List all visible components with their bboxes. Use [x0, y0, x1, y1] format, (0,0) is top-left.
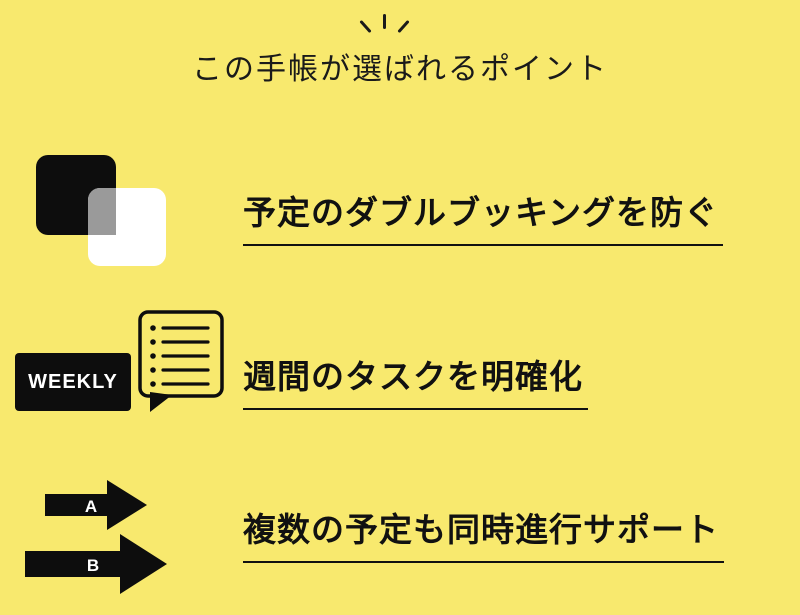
checklist-lines — [150, 325, 210, 387]
emphasis-stroke-left — [359, 19, 372, 34]
checklist-bubble-outline — [138, 310, 224, 398]
point-label-double-booking: 予定のダブルブッキングを防ぐ — [243, 186, 724, 246]
arrow-a-label: A — [85, 497, 97, 516]
emphasis-stroke-right — [397, 19, 410, 34]
emphasis-mark-icon — [356, 10, 412, 38]
point-label-parallel-support: 複数の予定も同時進行サポート — [243, 503, 724, 563]
bubble-tail — [150, 392, 172, 412]
arrow-b-label: B — [87, 556, 99, 575]
page-title: この手帳が選ばれるポイント — [192, 53, 608, 86]
weekly-checklist-icon — [138, 310, 224, 412]
arrow-a — [45, 480, 147, 530]
double-arrows-icon: A B — [25, 480, 167, 594]
overlapping-squares-icon — [36, 155, 168, 267]
arrow-b — [25, 534, 167, 594]
point-label-weekly-tasks: 週間のタスクを明確化 — [243, 350, 588, 410]
squares-overlap-region — [88, 188, 116, 235]
weekly-badge: WEEKLY — [15, 353, 131, 411]
emphasis-stroke-middle — [383, 14, 386, 29]
